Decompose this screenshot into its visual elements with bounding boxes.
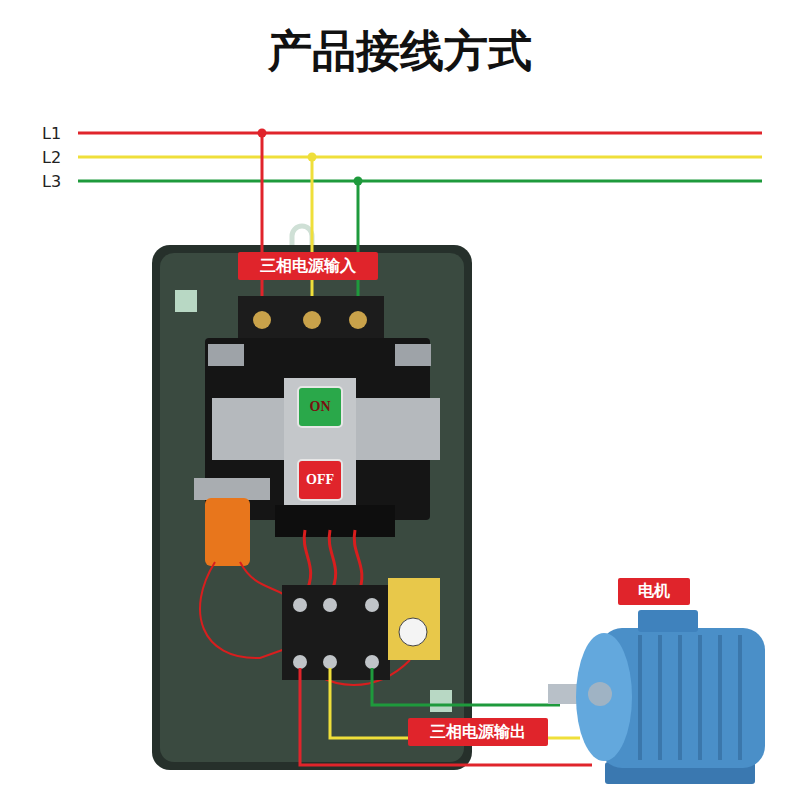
- enclosure-inner: [160, 253, 464, 762]
- button-plate: [284, 378, 356, 512]
- plate-ear: [395, 344, 431, 366]
- node-text: OFF: [306, 472, 334, 488]
- l1-drop-wire: [261, 133, 264, 318]
- motor-fins: [640, 635, 740, 760]
- l2-line: [78, 156, 762, 159]
- terminal-screw: [323, 598, 337, 612]
- off-button: OFF: [297, 459, 343, 501]
- terminal-screw: [293, 655, 307, 669]
- output-wire-green: [372, 668, 560, 705]
- node-text: 三相电源输入: [260, 257, 356, 275]
- terminal-screw: [349, 311, 367, 329]
- phase-label: L1: [42, 124, 61, 143]
- terminal-screw: [303, 311, 321, 329]
- output-wire-red: [300, 668, 592, 765]
- node-text: ON: [310, 399, 331, 415]
- motor-hub: [588, 682, 612, 706]
- l1-line: [78, 132, 762, 135]
- terminal-screw: [365, 598, 379, 612]
- enclosure: [152, 245, 472, 770]
- junction-dot: [354, 177, 363, 186]
- motor-terminal-box: [638, 610, 698, 632]
- junction-dot: [308, 153, 317, 162]
- motor-end-cap: [576, 633, 632, 761]
- contactor-top-terminals: [238, 296, 384, 340]
- mount-lug: [430, 690, 452, 712]
- relay-dial: [399, 618, 427, 646]
- page-title: 产品接线方式: [268, 22, 532, 81]
- relay-terminal-block: [282, 585, 390, 680]
- plate-ear: [208, 344, 244, 366]
- input-label-band: 三相电源输入: [238, 252, 378, 280]
- coil-bracket: [194, 478, 270, 500]
- terminal-screw: [293, 598, 307, 612]
- l2-drop-wire: [311, 157, 314, 318]
- on-button: ON: [297, 386, 343, 428]
- motor-label-band: 电机: [618, 578, 690, 605]
- overload-relay: [388, 578, 440, 660]
- terminal-screw: [253, 311, 271, 329]
- node-text: 电机: [638, 582, 670, 600]
- coil: [205, 498, 250, 566]
- terminal-screw: [323, 655, 337, 669]
- output-label-band: 三相电源输出: [408, 718, 548, 746]
- contactor-bottom-terminals: [275, 505, 395, 537]
- mount-lug: [175, 290, 197, 312]
- node-text: 三相电源输出: [430, 723, 526, 741]
- terminal-screw: [365, 655, 379, 669]
- coil-wire: [200, 562, 288, 658]
- phase-label: L3: [42, 172, 61, 191]
- l3-line: [78, 180, 762, 183]
- junction-dot: [258, 129, 267, 138]
- phase-label: L2: [42, 148, 61, 167]
